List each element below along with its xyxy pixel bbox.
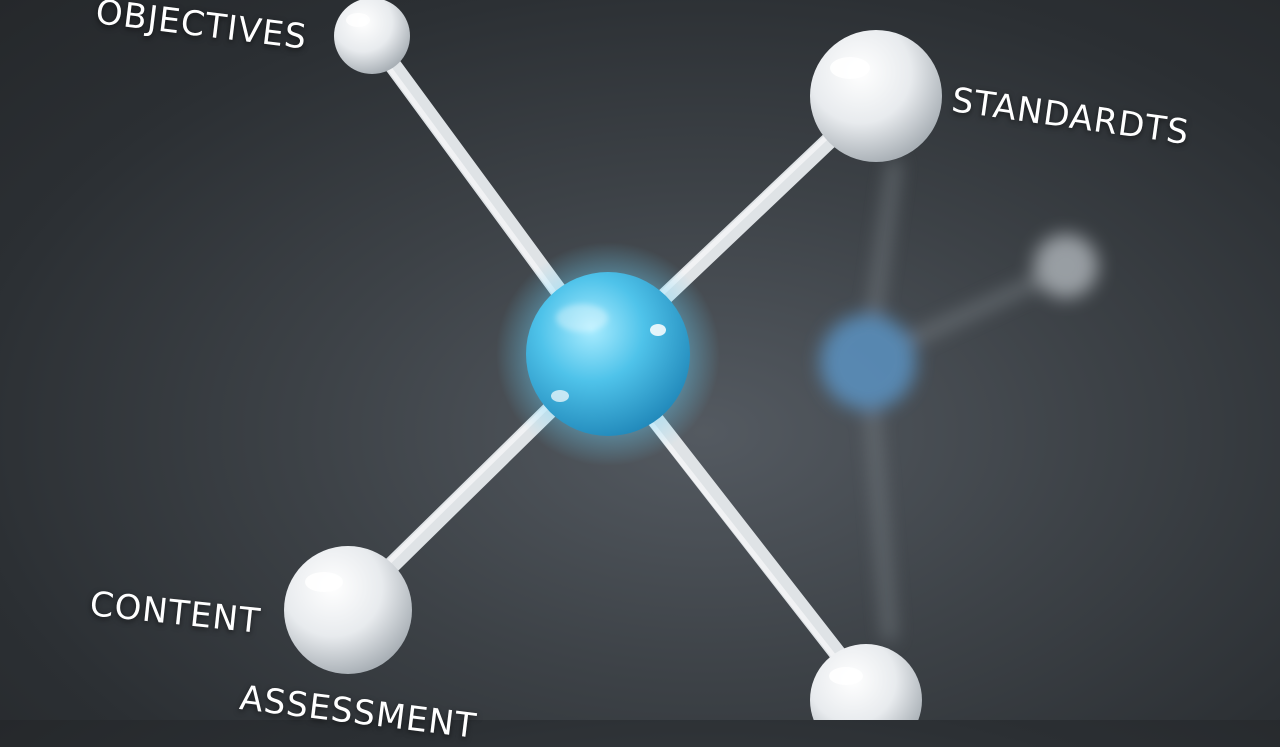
connector-assessment (631, 391, 875, 699)
hub-node (496, 242, 720, 466)
background-blurred-molecule (820, 159, 1098, 641)
node-sphere-objectives (334, 0, 410, 74)
molecule-diagram (284, 0, 1098, 720)
node-sphere-content (284, 546, 412, 674)
node-sphere-assessment (810, 644, 922, 720)
node-sphere-standards (810, 30, 942, 162)
